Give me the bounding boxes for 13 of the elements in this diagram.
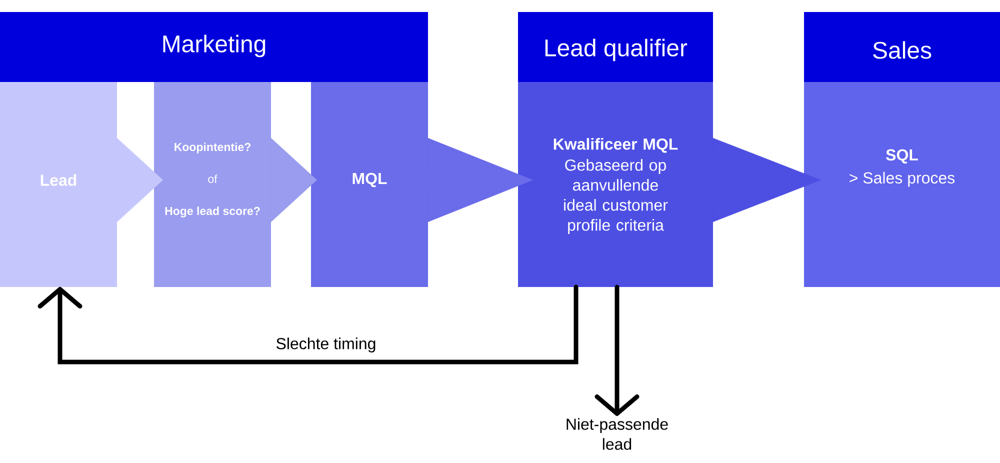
stage-box: SQL > Sales proces xyxy=(804,82,1000,287)
header-band: Marketing xyxy=(0,12,428,82)
chevron-arrow xyxy=(428,138,534,222)
arrow xyxy=(594,284,640,416)
edge-label: Slechte timing xyxy=(274,336,378,354)
chevron-arrow xyxy=(270,138,318,222)
header-band: Lead qualifier xyxy=(518,12,713,82)
stage-box: Kwalificeer MQL Gebaseerd op aanvullende ideal customer profile criteria xyxy=(518,82,713,287)
outcome-label: Niet-passende lead xyxy=(566,418,668,450)
chevron-arrow xyxy=(116,138,164,222)
chevron-arrow xyxy=(712,138,822,222)
arrow xyxy=(38,284,578,364)
header-band: Sales xyxy=(804,12,1000,82)
